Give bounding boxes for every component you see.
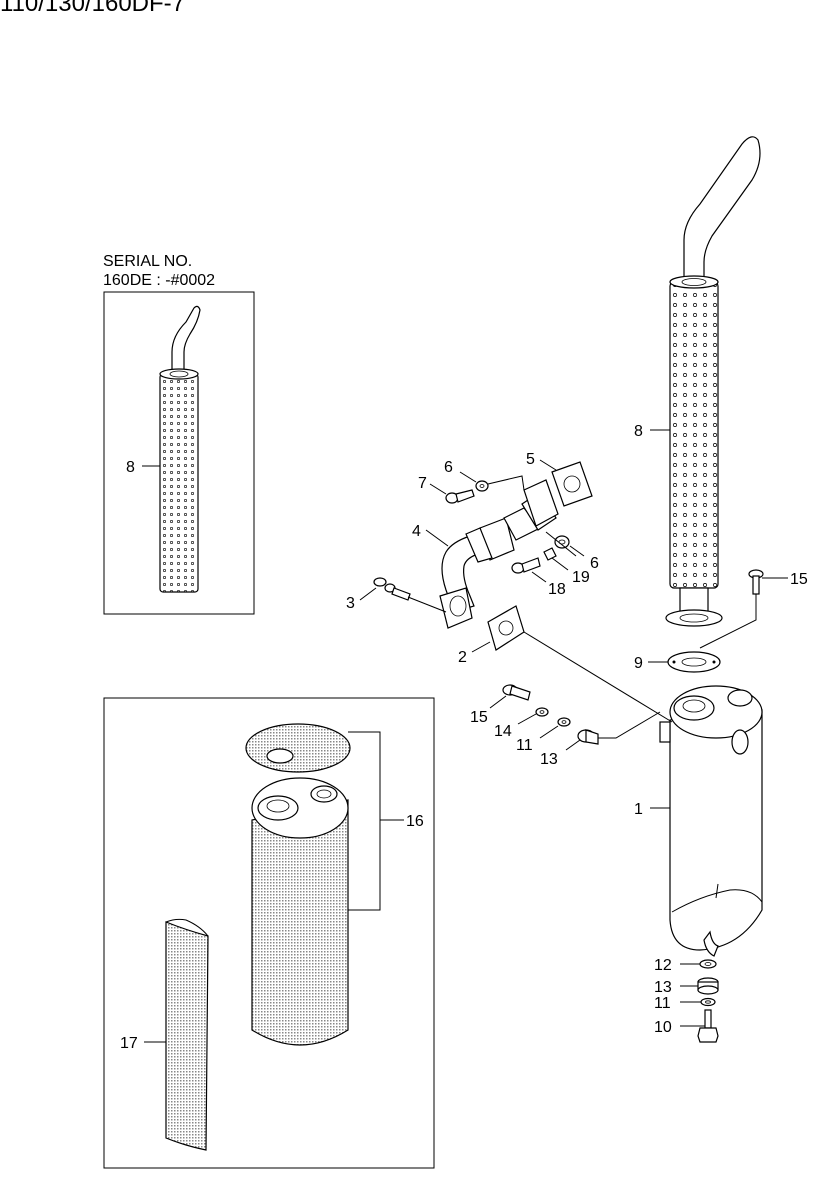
exhaust-pipe: [439, 479, 559, 629]
callout-6-lower: 6: [590, 555, 599, 572]
bolt-15-upper: [748, 569, 764, 595]
tail-pipe: [665, 136, 761, 627]
callout-18: 18: [548, 581, 566, 598]
callout-10: 10: [654, 1019, 672, 1036]
muffler-detail-inset: 16 17: [103, 697, 435, 1169]
bolt-3: [373, 577, 411, 601]
callout-5: 5: [526, 451, 535, 468]
inset-label-8: 8: [126, 459, 135, 476]
inset-label-17: 17: [120, 1035, 138, 1052]
gasket-2: [487, 605, 525, 651]
callout-13-upper: 13: [540, 751, 558, 768]
callout-15-lower: 15: [470, 709, 488, 726]
mount-hardware-left: [502, 684, 599, 745]
bolt-7: [445, 480, 489, 504]
bolt-18-nut-19: [511, 535, 570, 574]
callout-13-lower: 13: [654, 979, 672, 996]
callout-11-upper: 11: [516, 737, 533, 754]
inset-label-16: 16: [406, 813, 424, 830]
callout-2: 2: [458, 649, 467, 666]
callout-4: 4: [412, 523, 421, 540]
callout-8: 8: [634, 423, 643, 440]
serial-inset: SERIAL NO. 160DE : -#0002 8: [103, 253, 255, 615]
callout-9: 9: [634, 655, 643, 672]
muffler-body: [659, 685, 763, 957]
gasket-5: [551, 461, 593, 507]
callout-6-upper: 6: [444, 459, 453, 476]
callout-3: 3: [346, 595, 355, 612]
callout-11-lower: 11: [654, 995, 671, 1012]
mount-hardware-bottom: [697, 959, 719, 1043]
gasket-9: [667, 651, 721, 673]
callout-12: 12: [654, 957, 672, 974]
inset-tail-pipe: [159, 305, 201, 593]
callout-14: 14: [494, 723, 512, 740]
callout-15-upper: 15: [790, 571, 808, 588]
callout-1: 1: [634, 801, 643, 818]
serial-range: 160DE : -#0002: [103, 272, 215, 289]
page-title: 110/130/160DF-7: [0, 0, 186, 17]
callout-7: 7: [418, 475, 427, 492]
callout-19: 19: [572, 569, 590, 586]
serial-heading: SERIAL NO.: [103, 253, 192, 270]
